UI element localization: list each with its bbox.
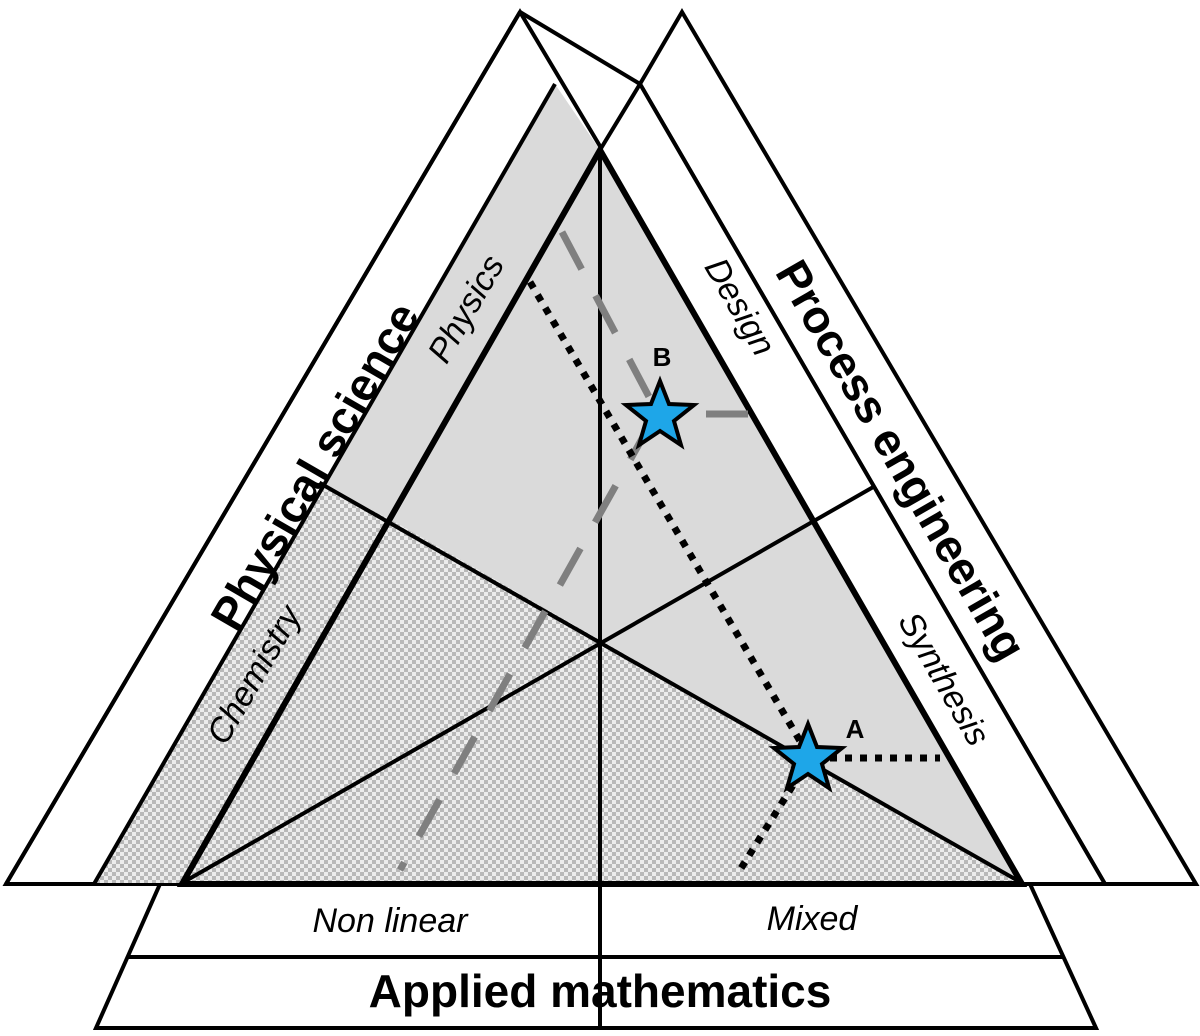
main-triangle — [176, 143, 1028, 887]
dotted-path — [526, 280, 815, 872]
divider-left — [324, 484, 1023, 885]
physical-science-inner-edge — [92, 83, 557, 885]
mixed-label: Mixed — [767, 900, 859, 938]
chemistry-band — [94, 486, 393, 883]
region-left — [182, 521, 600, 883]
region-top-right — [600, 150, 811, 640]
divider-right — [181, 484, 876, 885]
physics-band — [325, 84, 600, 521]
point-b-star — [620, 375, 700, 450]
point-a-label: A — [846, 714, 865, 744]
non-linear-label: Non linear — [313, 902, 470, 940]
physical-science-left-edge — [4, 10, 522, 886]
region-right — [600, 520, 1022, 883]
applied-mathematics-title: Applied mathematics — [369, 965, 832, 1017]
point-b-label: B — [653, 342, 672, 372]
point-a-star — [768, 718, 848, 793]
outer-top-bridge — [518, 10, 642, 86]
region-top-left — [393, 150, 600, 640]
